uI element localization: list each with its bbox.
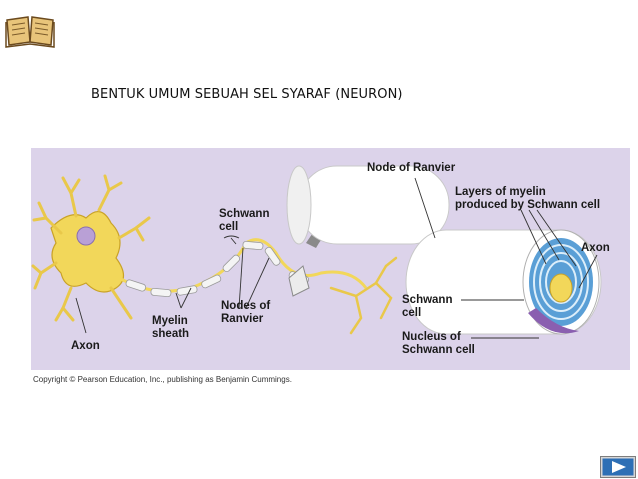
neuron-cell-body xyxy=(50,211,125,293)
axon-terminals xyxy=(329,256,398,335)
myelin-segments xyxy=(125,240,309,298)
open-book-icon xyxy=(5,16,55,48)
slide-title: BENTUK UMUM SEBUAH SEL SYARAF (NEURON) xyxy=(91,87,403,102)
schwann-nucleus xyxy=(528,308,579,334)
label-schwann-cell-top: Schwann cell xyxy=(219,208,270,233)
neuron-illustration xyxy=(31,165,602,339)
label-axon-left: Axon xyxy=(71,340,100,352)
label-nodes-of-ranvier: Nodes of Ranvier xyxy=(221,300,271,325)
zoom-marker xyxy=(288,265,310,297)
label-nucleus-of-schwann-cell: Nucleus of Schwann cell xyxy=(402,331,475,356)
label-schwann-cell-right: Schwann cell xyxy=(402,294,453,319)
leader-lines xyxy=(75,177,598,339)
dendrites xyxy=(31,174,151,322)
label-node-of-ranvier: Node of Ranvier xyxy=(367,162,456,174)
next-arrow-icon[interactable] xyxy=(600,456,636,478)
cell-nucleus xyxy=(76,226,96,246)
neuron-diagram: Node of Ranvier Layers of myelin produce… xyxy=(31,148,630,370)
label-myelin-sheath: Myelin sheath xyxy=(152,315,190,340)
label-axon-right: Axon xyxy=(581,242,610,254)
label-layers-of-myelin: Layers of myelin produced by Schwann cel… xyxy=(455,186,601,211)
copyright-notice: Copyright © Pearson Education, Inc., pub… xyxy=(33,375,292,384)
myelin-3d xyxy=(286,165,602,335)
